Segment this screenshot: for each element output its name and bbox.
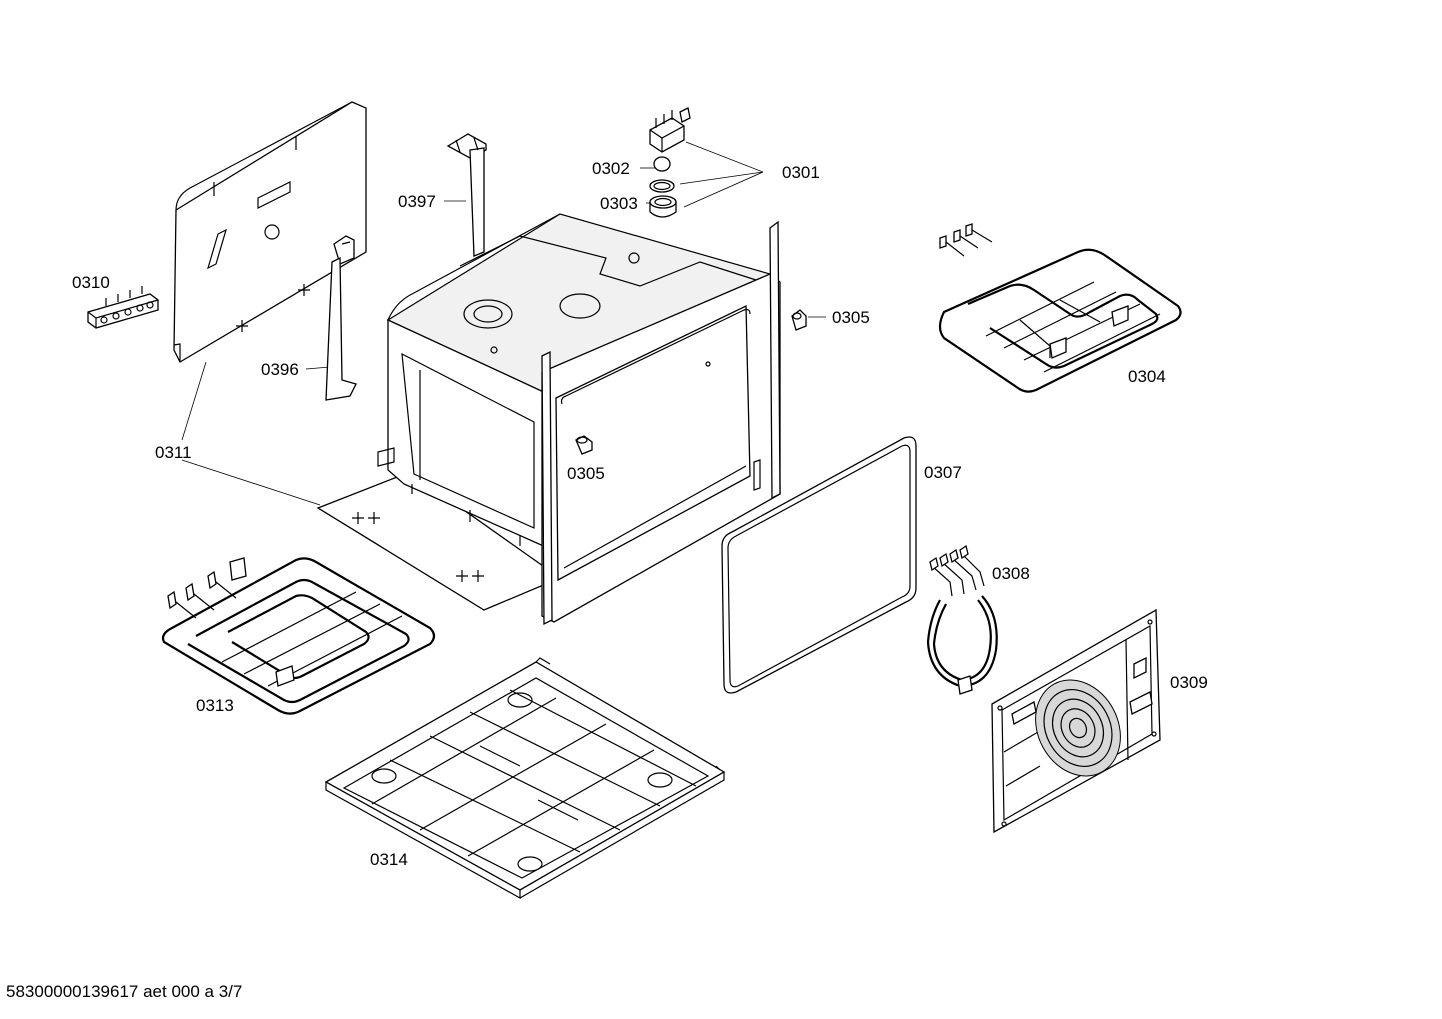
label-0303: 0303 [600,194,638,213]
leader-lines [181,141,826,506]
label-0302: 0302 [592,159,630,178]
document-footer: 58300000139617 aet 000 a 3/7 [6,982,243,1001]
top-heater-0304 [938,223,1182,393]
lamp-cover-0305-inner [575,435,593,455]
ring-heater-0308 [926,544,998,695]
label-0396: 0396 [261,360,299,379]
label-0397: 0397 [398,192,436,211]
terminal-block-0310 [87,286,159,329]
door-seal-0307 [721,436,917,694]
label-0310: 0310 [72,273,110,292]
bottom-heater-0313 [161,557,436,715]
label-0308: 0308 [992,564,1030,583]
lamp-assembly-0301 [649,107,691,218]
shelf-rail-0397 [446,133,487,257]
label-0301: 0301 [782,163,820,182]
lamp-cover-0305-right [791,309,807,331]
label-0305-inner: 0305 [567,464,605,483]
label-0311: 0311 [155,443,192,462]
insulation-panel-0311 [173,101,367,363]
label-0313: 0313 [196,696,234,715]
label-0304: 0304 [1128,367,1166,386]
shelf-rail-0396 [325,235,357,401]
label-0314: 0314 [370,850,408,869]
label-0305-right: 0305 [832,308,870,327]
back-panel-0309 [991,608,1161,834]
label-0309: 0309 [1170,673,1208,692]
oven-cavity [316,213,781,626]
label-0307: 0307 [924,463,962,482]
base-frame-0314 [324,657,726,900]
